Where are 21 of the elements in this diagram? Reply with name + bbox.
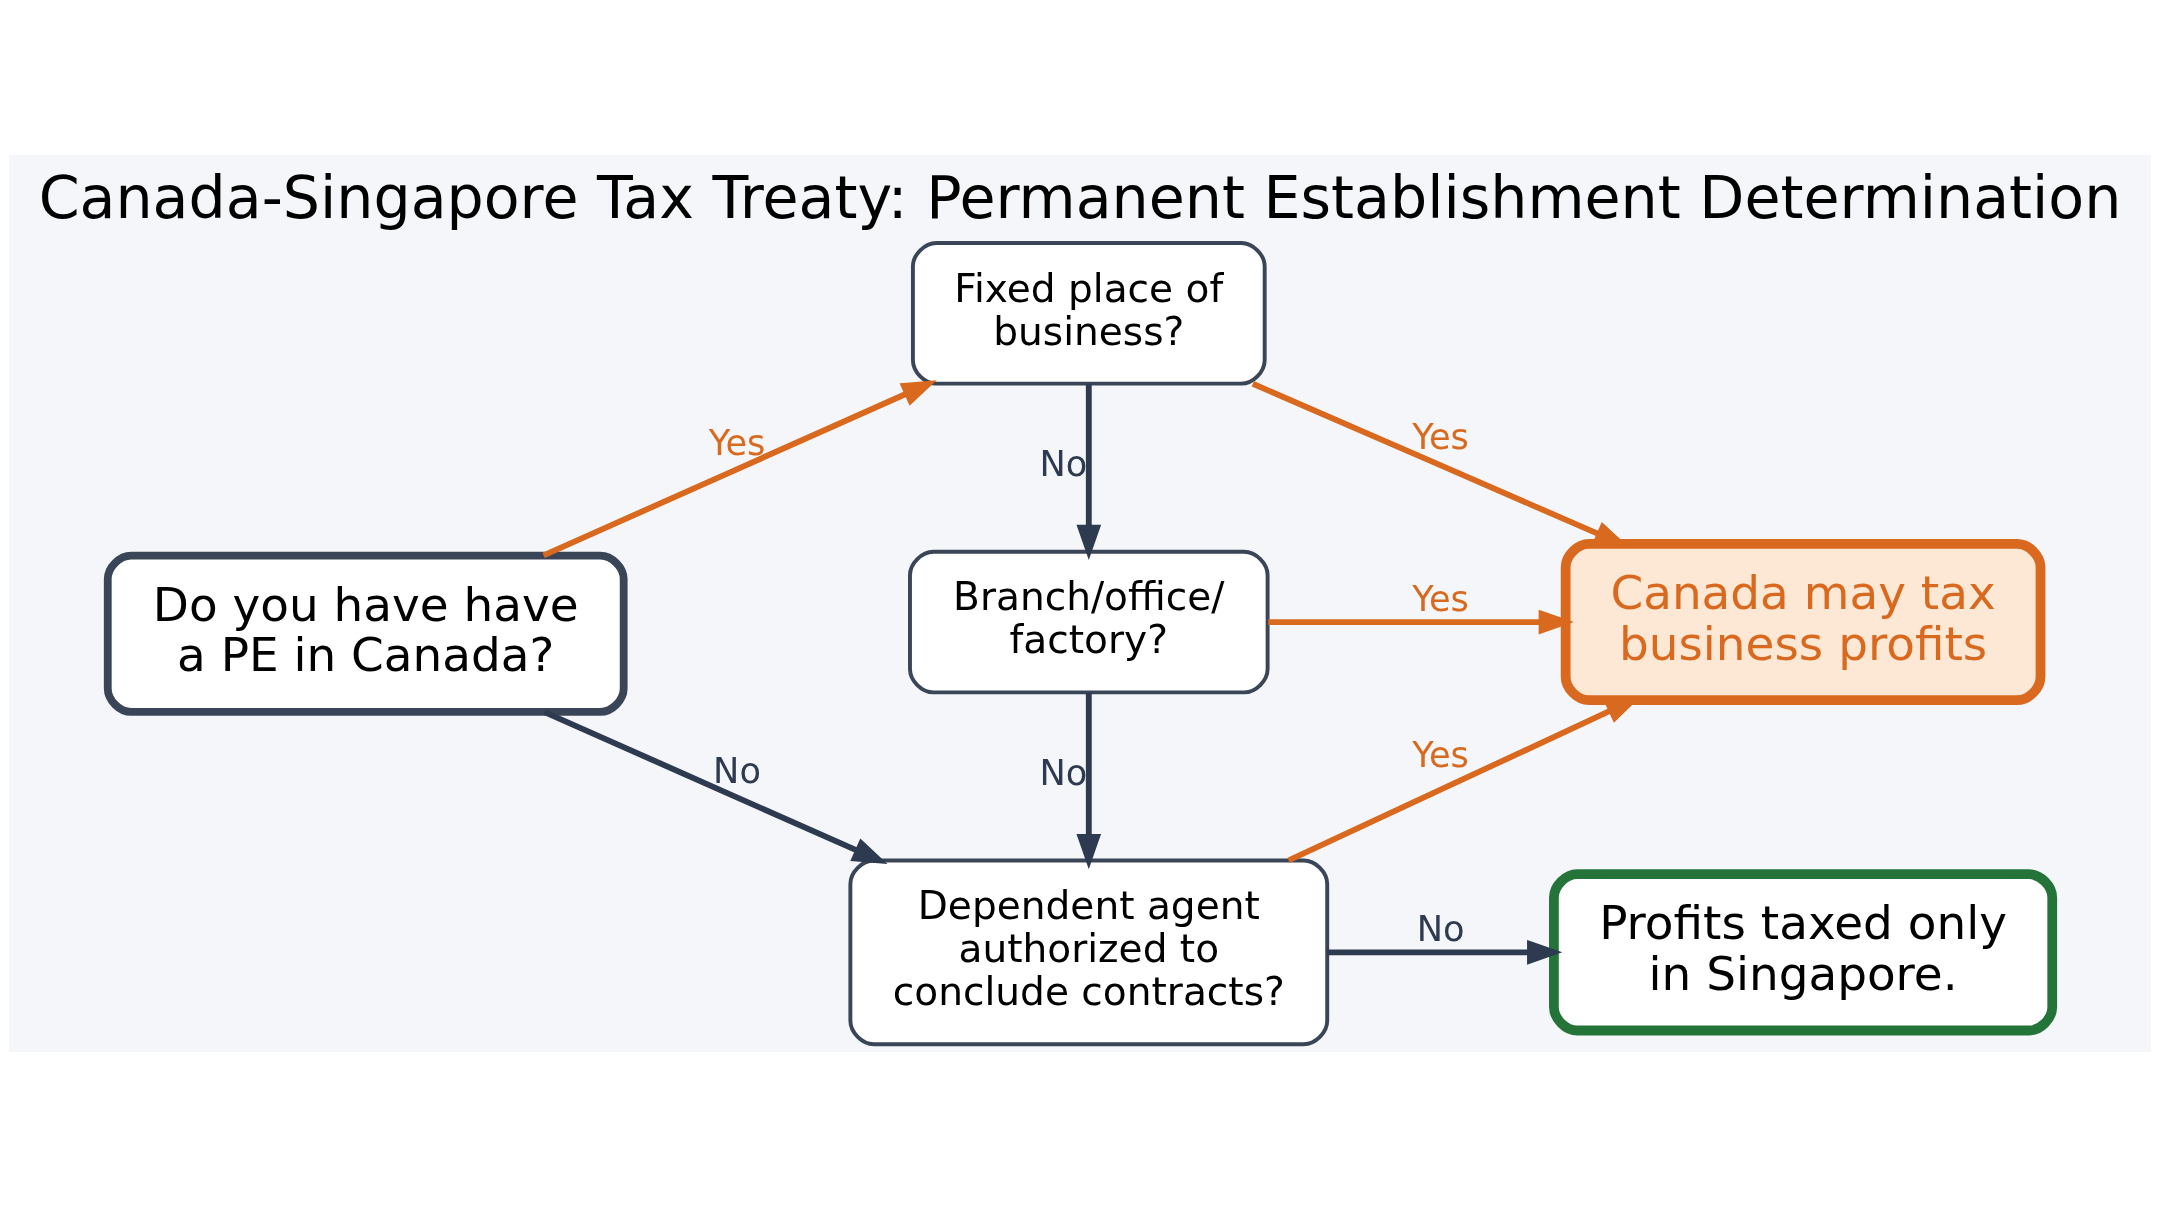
edge-label: Yes (708, 421, 766, 463)
arrow (1076, 383, 1102, 560)
node-box: Profits taxed only in Singapore. (1549, 868, 2058, 1035)
node-box: Branch/office/ factory? (908, 549, 1270, 694)
edge-label: No (1039, 751, 1088, 793)
edge-label: No (1039, 442, 1088, 484)
edge-label: Yes (1412, 577, 1469, 619)
node-box: Fixed place of business? (910, 240, 1267, 386)
node-box: Canada may tax business profits (1560, 538, 2046, 705)
edge-label: No (1416, 907, 1465, 949)
edge-label: Yes (1412, 415, 1469, 457)
edge-label: Yes (1412, 733, 1469, 775)
arrow (1327, 939, 1563, 965)
diagram-title: Canada-Singapore Tax Treaty: Permanent Establishment Determination (38, 163, 2122, 232)
node-box: Dependent agent authorized to conclude contracts? (848, 858, 1330, 1046)
node-box: Do you have have a PE in Canada? (103, 551, 628, 716)
arrow (543, 708, 888, 864)
arrow (1076, 692, 1102, 869)
arrow (542, 379, 937, 558)
edge-label: No (713, 749, 761, 791)
arrow (1268, 609, 1574, 634)
